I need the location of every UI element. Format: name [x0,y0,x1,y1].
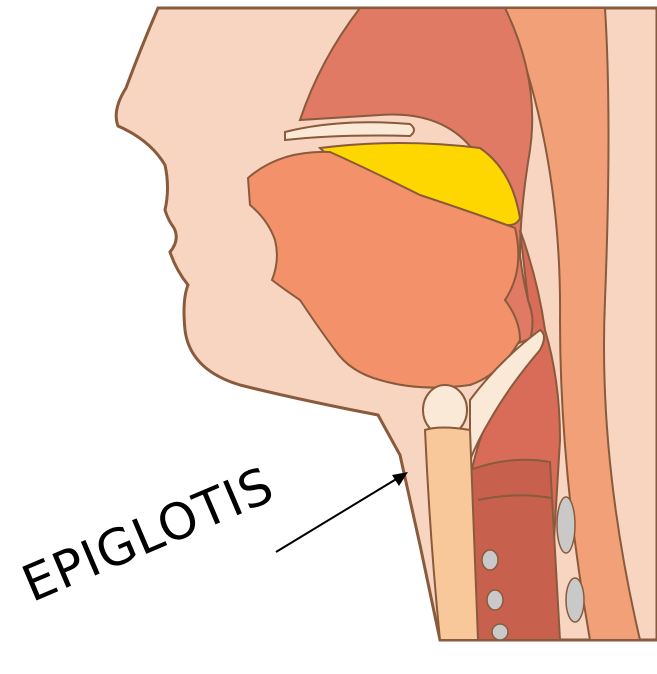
larynx [470,460,560,640]
ring-1 [482,550,498,570]
vertebra-2 [566,578,584,622]
pointer-line [276,478,398,552]
ring-3 [492,624,508,640]
ring-2 [487,590,503,610]
vertebra-1 [557,497,575,553]
